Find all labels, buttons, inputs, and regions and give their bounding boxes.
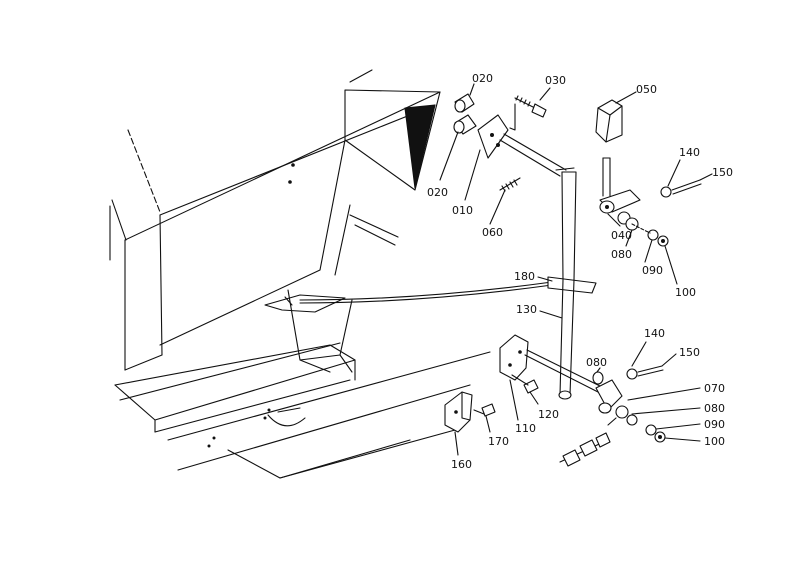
control-cable [299,276,597,304]
callout-110: 110 [515,422,536,435]
callout-020-upper: 020 [472,72,493,85]
bracket-assembly [444,391,496,433]
callout-020-lower: 020 [427,186,448,199]
upper-lever-assembly [453,93,702,247]
callout-160: 160 [451,458,472,471]
callout-080-upper: 080 [611,248,632,261]
callout-040: 040 [611,229,632,242]
callout-090-lower: 090 [704,418,725,431]
callout-060: 060 [482,226,503,239]
callout-100-lower: 100 [704,435,725,448]
callout-150-upper: 150 [712,166,733,179]
callout-090-upper: 090 [642,264,663,277]
callout-140-lower: 140 [644,327,665,340]
callout-050: 050 [636,83,657,96]
machine-frame [109,69,491,479]
callout-140-upper: 140 [679,146,700,159]
callout-150-lower: 150 [679,346,700,359]
callout-labels: 020 030 050 020 010 060 140 150 040 080 … [427,72,733,471]
lower-lever-assembly [499,334,666,467]
callout-010: 010 [452,204,473,217]
callout-170: 170 [488,435,509,448]
callout-080-lower-right: 080 [704,402,725,415]
callout-080-lower-left: 080 [586,356,607,369]
callout-070: 070 [704,382,725,395]
callout-120: 120 [538,408,559,421]
callout-030: 030 [545,74,566,87]
linkage-rod [555,167,577,400]
leader-lines [439,83,713,456]
callout-130: 130 [516,303,537,316]
callout-100-upper: 100 [675,286,696,299]
callout-180: 180 [514,270,535,283]
